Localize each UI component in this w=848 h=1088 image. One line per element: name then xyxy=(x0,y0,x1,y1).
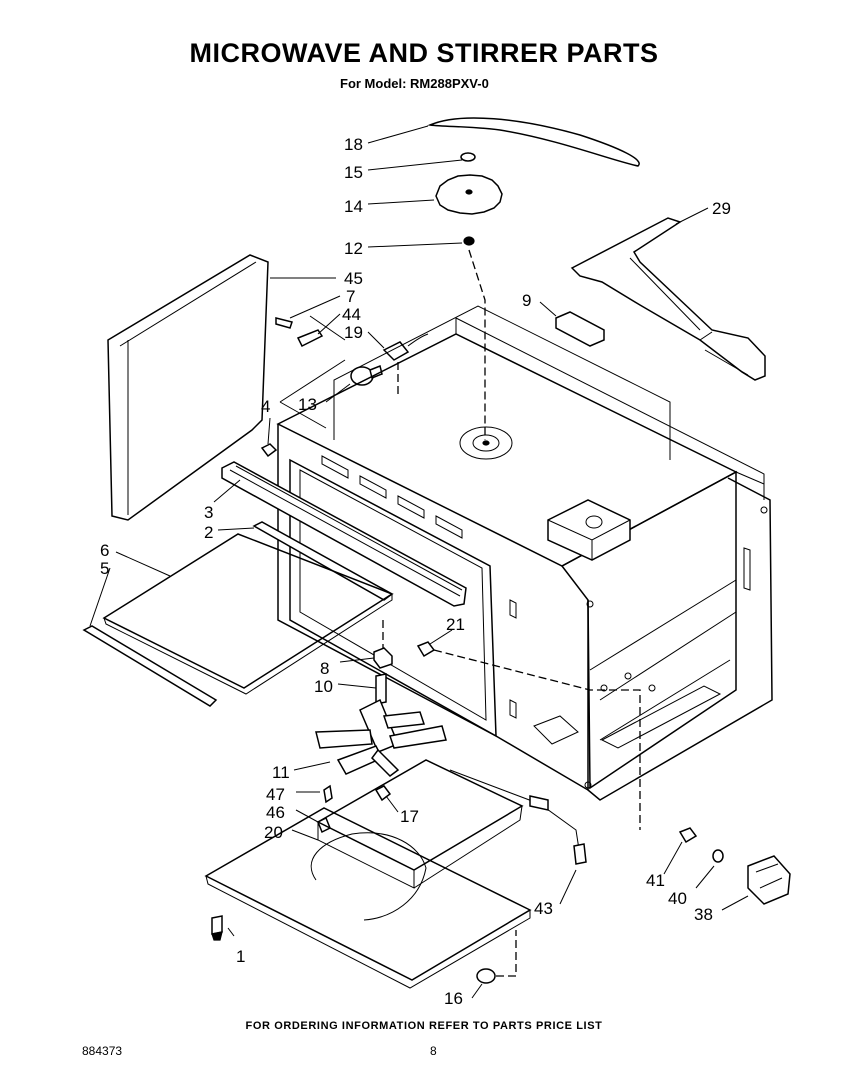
page-number: 8 xyxy=(430,1044,437,1058)
part-47-screw xyxy=(323,784,333,804)
callout-10: 10 xyxy=(314,677,333,696)
callout-3: 3 xyxy=(204,503,213,522)
callout-9: 9 xyxy=(522,291,531,310)
bottom-plate xyxy=(204,807,532,981)
callout-46: 46 xyxy=(266,803,285,822)
callout-14: 14 xyxy=(344,197,363,216)
cavity-side-slot xyxy=(743,547,751,591)
part-40-washer xyxy=(712,849,724,863)
part-29-bracket xyxy=(570,217,766,381)
magnetron-box xyxy=(547,499,631,561)
callout-29: 29 xyxy=(712,199,731,218)
callout-12: 12 xyxy=(344,239,363,258)
oven-cavity-floor xyxy=(589,579,737,741)
callout-11: 11 xyxy=(272,763,290,782)
part-20-bracket xyxy=(316,759,524,871)
document-number: 884373 xyxy=(82,1044,123,1058)
callout-6: 6 xyxy=(100,541,109,560)
callout-7: 7 xyxy=(346,287,355,306)
callout-47: 47 xyxy=(266,785,285,804)
callout-5: 5 xyxy=(100,559,109,578)
callout-17: 17 xyxy=(400,807,419,826)
oven-cavity-right-wall xyxy=(561,470,737,790)
part-38-switch xyxy=(747,855,791,905)
part-4-nut xyxy=(260,443,278,458)
part-21-nut xyxy=(416,641,436,658)
callout-2: 2 xyxy=(204,523,213,542)
cavity-mounting-holes xyxy=(584,506,768,789)
part-12-bushing xyxy=(463,236,475,246)
callout-45: 45 xyxy=(344,269,363,288)
part-41-nut xyxy=(678,827,698,844)
part-45-side-panel-edge xyxy=(119,261,257,515)
stirrer-axis-line xyxy=(468,249,486,440)
callout-38: 38 xyxy=(694,905,713,924)
part-18-seal-strip xyxy=(427,117,640,167)
part-19-wire xyxy=(407,333,429,347)
part-16-dash-line xyxy=(496,930,517,977)
cavity-front-opening xyxy=(289,458,497,738)
page-title: MICROWAVE AND STIRRER PARTS xyxy=(189,38,659,68)
stirrer-cover-outer xyxy=(459,426,513,460)
part-8-coupler xyxy=(373,647,393,669)
part-5-trim xyxy=(82,625,218,707)
magnetron-box-top xyxy=(547,519,631,560)
callout-41: 41 xyxy=(646,871,665,890)
cavity-control-plate xyxy=(600,685,722,749)
part-10-shaft xyxy=(375,673,387,705)
part-29-bracket-flange xyxy=(629,257,749,376)
callout-16: 16 xyxy=(444,989,463,1008)
callout-19: 19 xyxy=(344,323,363,342)
part-1-screw-head xyxy=(211,931,223,941)
part-14-hub xyxy=(465,189,473,195)
part-6-tray-edge xyxy=(103,594,393,695)
stirrer-cover-hub xyxy=(482,440,490,446)
lamp-leader-box xyxy=(279,315,346,429)
part-45-side-panel xyxy=(107,254,269,521)
magnetron-port xyxy=(585,515,603,529)
callout-20: 20 xyxy=(264,823,283,842)
cavity-vent-slots xyxy=(321,455,517,719)
model-subtitle: For Model: RM288PXV-0 xyxy=(340,76,489,91)
callout-43: 43 xyxy=(534,899,553,918)
part-21-dash-line xyxy=(433,649,641,830)
part-16-nut xyxy=(476,968,496,984)
stirrer-cover-inner xyxy=(472,434,500,452)
part-43-wire xyxy=(449,769,581,857)
part-11-fan-blade xyxy=(315,698,447,777)
part-7-screw xyxy=(275,317,293,329)
part-1-screw xyxy=(211,915,223,935)
part-15-nut xyxy=(460,152,476,162)
cavity-inner-opening xyxy=(299,469,487,721)
callout-18: 18 xyxy=(344,135,363,154)
part-43-sensor xyxy=(529,795,549,811)
oven-cavity-front-face xyxy=(277,424,589,792)
ordering-note: FOR ORDERING INFORMATION REFER TO PARTS … xyxy=(245,1020,603,1032)
bottom-plate-edge xyxy=(205,875,531,989)
part-38-switch-detail xyxy=(755,863,783,889)
part-3-seal-strip xyxy=(221,461,467,607)
callout-4: 4 xyxy=(261,397,270,416)
part-20-bracket-side xyxy=(317,805,523,889)
part-9-connector xyxy=(555,311,605,347)
callout-13: 13 xyxy=(298,395,317,414)
cavity-bottom-plate xyxy=(533,715,579,745)
part-43-connector xyxy=(573,843,587,865)
callout-44: 44 xyxy=(342,305,361,324)
part-3-seal-strip-hatch xyxy=(229,465,463,597)
callout-21: 21 xyxy=(446,615,465,634)
part-13-lamp-base xyxy=(369,364,383,380)
oven-cavity-right-frame xyxy=(587,477,773,801)
callout-8: 8 xyxy=(320,659,329,678)
part-19-socket xyxy=(382,341,410,361)
callout-1: 1 xyxy=(236,947,245,966)
callout-40: 40 xyxy=(668,889,687,908)
bottom-cutout xyxy=(310,832,427,921)
leader-lines xyxy=(89,125,749,999)
oven-cavity-back-box xyxy=(333,305,671,460)
part-44-clip xyxy=(296,329,324,348)
oven-cavity-top-rim xyxy=(455,317,765,500)
callout-15: 15 xyxy=(344,163,363,182)
